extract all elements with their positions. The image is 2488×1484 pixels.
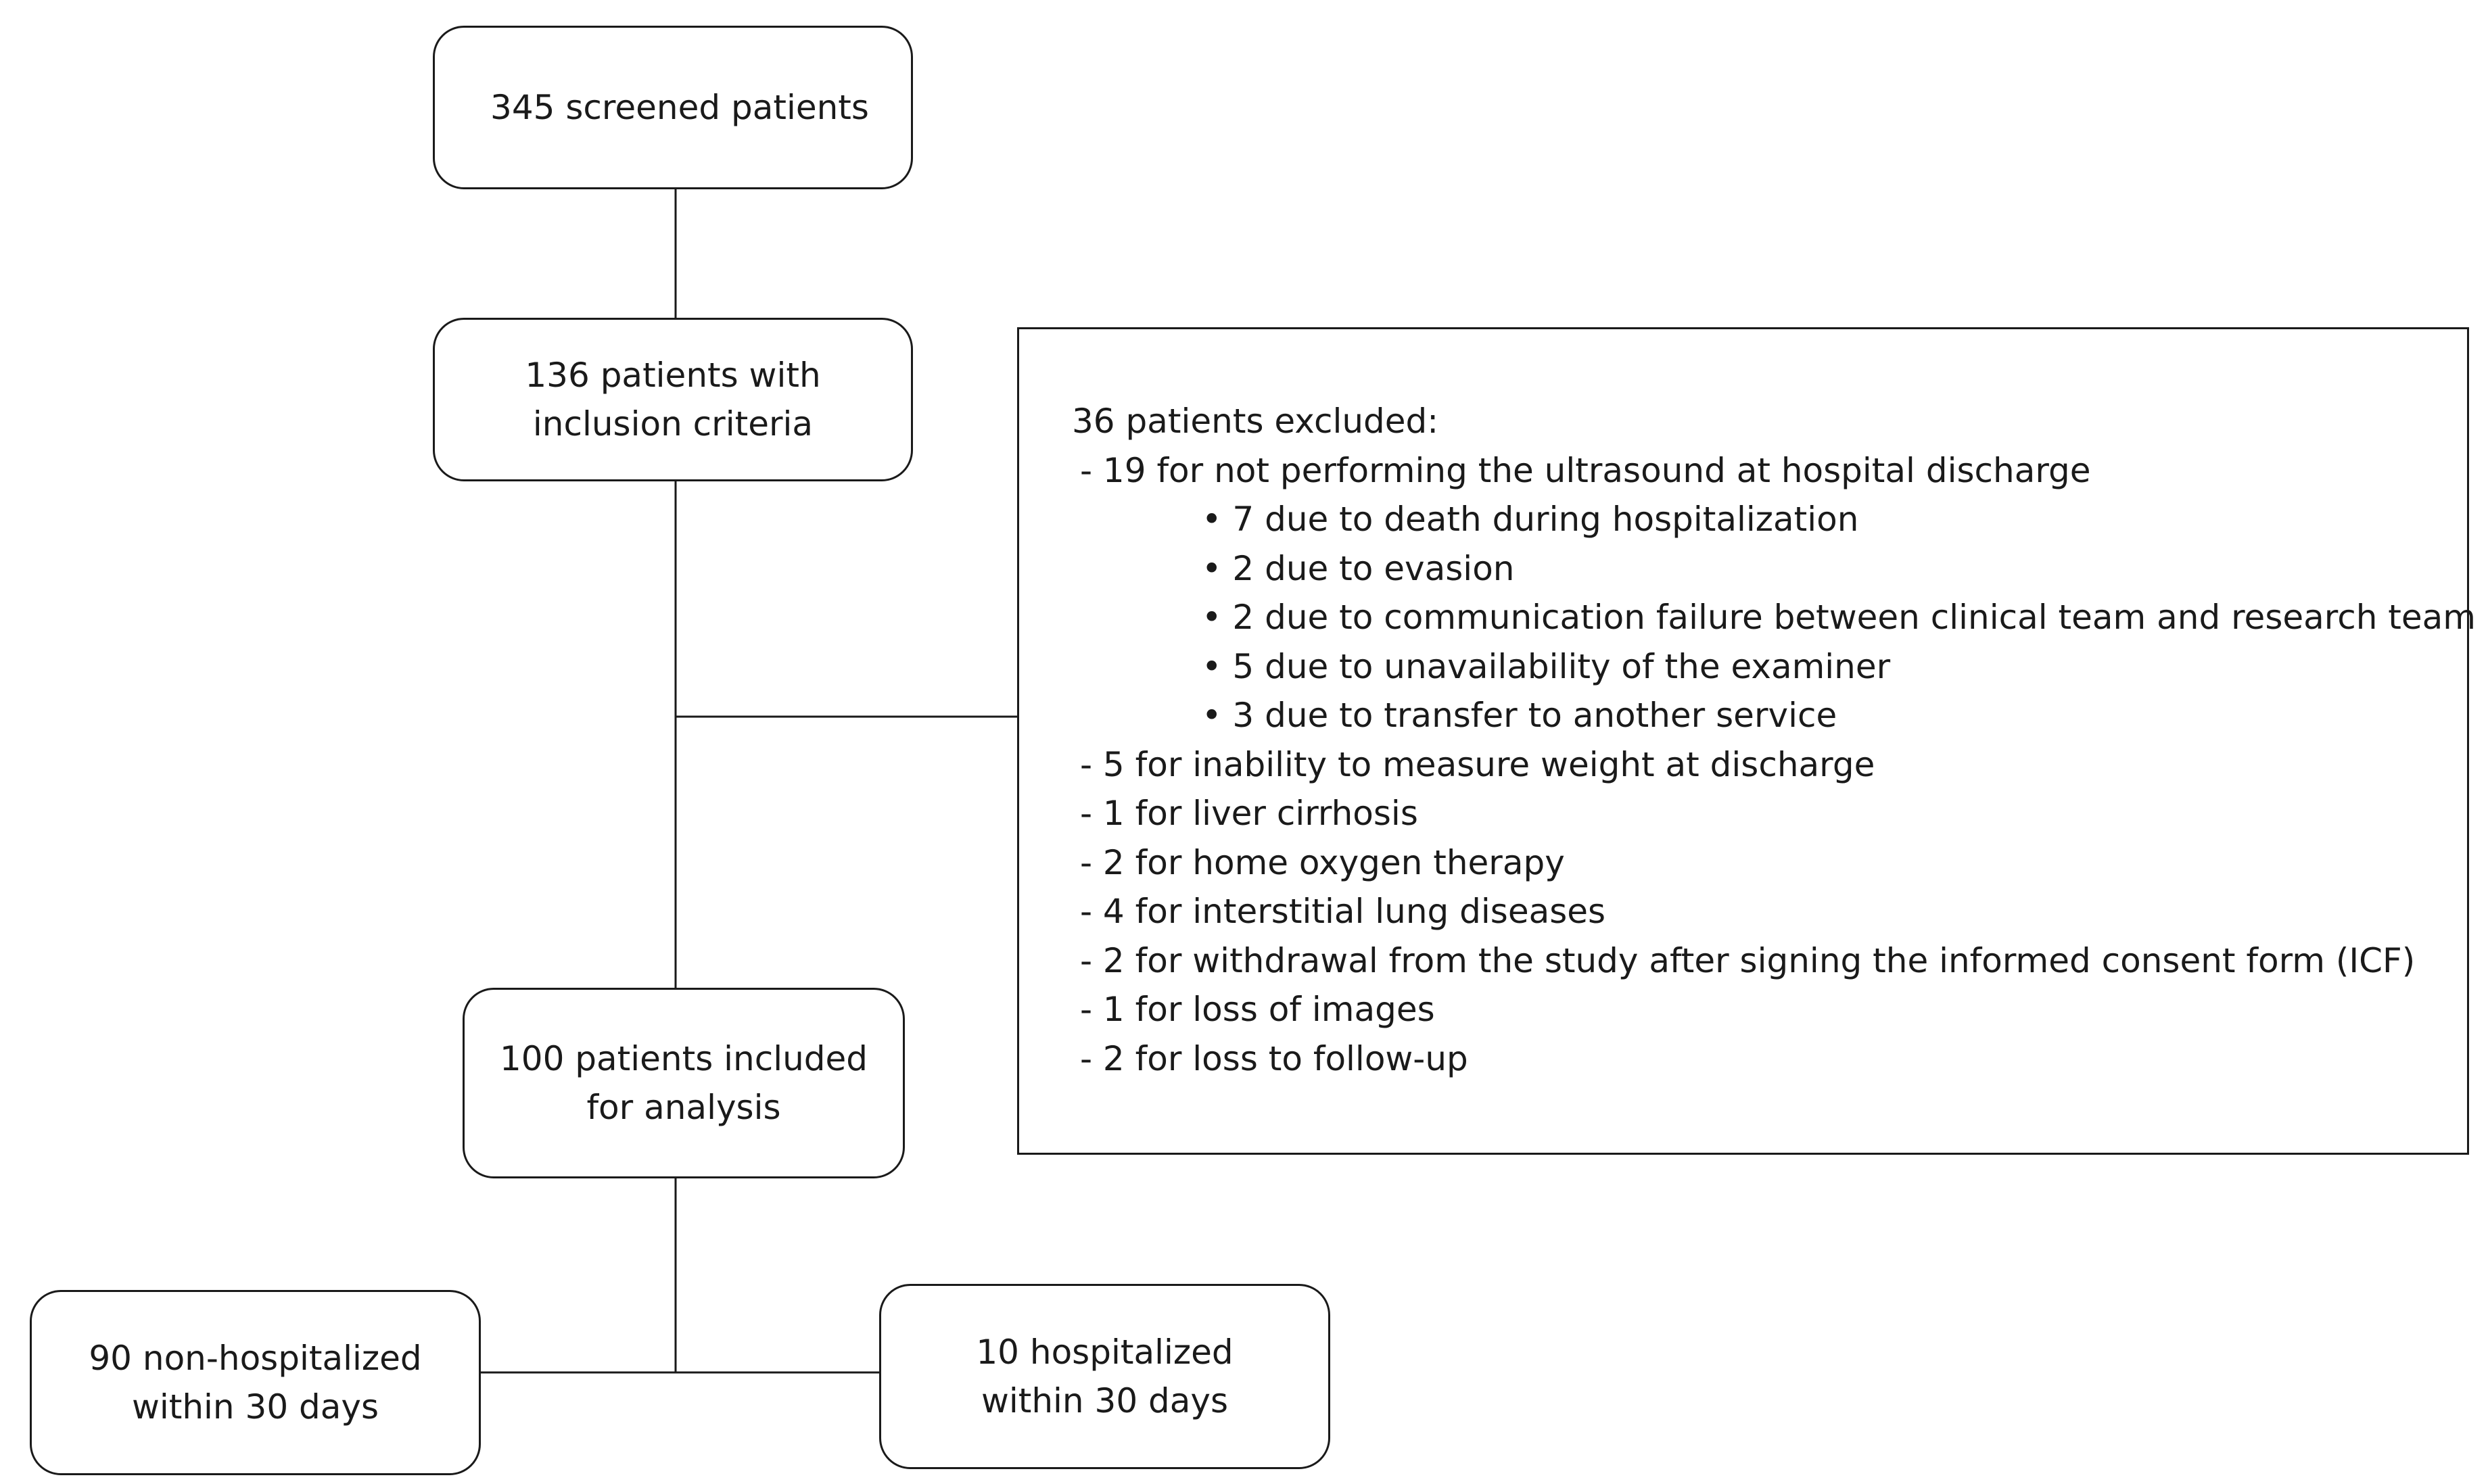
exclusion-subitem: • 2 due to communication failure between…: [1202, 598, 2477, 637]
exclusion-item: - 1 for loss of images: [1080, 990, 1435, 1029]
included-for-analysis-box: 100 patients included for analysis: [463, 988, 905, 1178]
screened-patients-box: 345 screened patients: [433, 26, 913, 189]
exclusion-item: - 19 for not performing the ultrasound a…: [1080, 450, 2091, 490]
hospitalized-line-1: 10 hospitalized: [976, 1333, 1234, 1372]
exclusion-item: - 5 for inability to measure weight at d…: [1080, 744, 1875, 784]
screened-line-1: 345 screened patients: [490, 88, 869, 127]
exclusion-item: - 4 for interstitial lung diseases: [1080, 892, 1606, 931]
hospitalized-line-2: within 30 days: [981, 1381, 1229, 1420]
inclusion-line-2: inclusion criteria: [532, 404, 814, 444]
exclusion-box: 36 patients excluded: - 19 for not perfo…: [1017, 327, 2477, 1155]
included-line-2: for analysis: [586, 1088, 781, 1127]
exclusion-subitem: • 5 due to unavailability of the examine…: [1202, 646, 1891, 686]
non-hospitalized-line-1: 90 non-hospitalized: [89, 1339, 422, 1378]
exclusion-subitem: • 2 due to evasion: [1202, 548, 1515, 588]
exclusion-item: - 2 for home oxygen therapy: [1080, 842, 1565, 882]
exclusion-subitem: • 7 due to death during hospitalization: [1202, 500, 1859, 539]
inclusion-criteria-box: 136 patients with inclusion criteria: [433, 318, 913, 481]
exclusion-item: - 2 for loss to follow-up: [1080, 1038, 1468, 1078]
exclusion-subitem: • 3 due to transfer to another service: [1202, 696, 1837, 735]
non-hospitalized-box: 90 non-hospitalized within 30 days: [30, 1290, 481, 1475]
exclusion-heading: 36 patients excluded:: [1072, 402, 1439, 441]
exclusion-item: - 2 for withdrawal from the study after …: [1080, 940, 2416, 980]
inclusion-line-1: 136 patients with: [525, 356, 821, 395]
hospitalized-box: 10 hospitalized within 30 days: [879, 1284, 1330, 1469]
non-hospitalized-line-2: within 30 days: [131, 1387, 379, 1427]
included-line-1: 100 patients included: [499, 1039, 868, 1078]
exclusion-item: - 1 for liver cirrhosis: [1080, 794, 1418, 833]
